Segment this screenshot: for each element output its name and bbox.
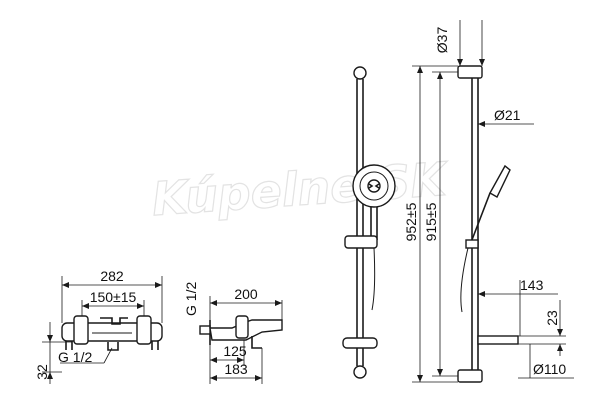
label-143: 143 [520,277,544,293]
mixer-left-handle [73,315,89,345]
label-183: 183 [224,361,248,377]
shower-rail-front-view [342,66,396,379]
side-bottom-bracket [457,369,483,383]
shower-rail-side-view: Ø37 Ø21 952±5 915±5 143 23 Ø110 [403,20,574,383]
mixer-outlet [107,342,119,351]
label-23: 23 [544,310,560,326]
label-side-g12: G 1/2 [183,282,199,316]
mixer-side-view: G 1/2 200 125 183 [183,282,283,384]
mixer-center-coupling [100,317,128,325]
mixer-front-view: 282 150±15 32 G 1/2 [34,268,163,384]
rail-bottom-cap [353,365,367,379]
shower-head-center [367,179,381,193]
hose-side [460,247,469,313]
label-d110: Ø110 [533,361,566,377]
label-d37: Ø37 [434,27,450,54]
rail-wall-bracket [342,337,378,349]
label-mixer-g12: G 1/2 [58,349,92,365]
mixer-side-spout [251,336,262,349]
slide-holder [344,235,378,249]
hose-front [371,247,376,311]
shower-head-nozzles [368,183,380,189]
label-200: 200 [234,286,258,302]
label-d21: Ø21 [494,107,521,123]
side-slide-holder [465,239,479,249]
side-top-bracket [457,65,483,79]
shower-head-ring [359,171,389,201]
hand-shower-handle [469,192,491,246]
rail-top-cap [353,66,367,80]
wall-connection [199,325,211,335]
label-952-5: 952±5 [403,202,419,241]
label-125: 125 [223,343,247,359]
label-282: 282 [100,268,124,284]
label-32: 32 [34,364,50,380]
label-915-5: 915±5 [423,202,439,241]
mixer-right-handle [136,315,152,345]
mixer-side-knob [235,315,249,339]
hand-shower-side [489,164,511,198]
side-wall-bracket [477,335,519,345]
mixer-connections [65,341,159,350]
label-150-15: 150±15 [90,289,137,305]
